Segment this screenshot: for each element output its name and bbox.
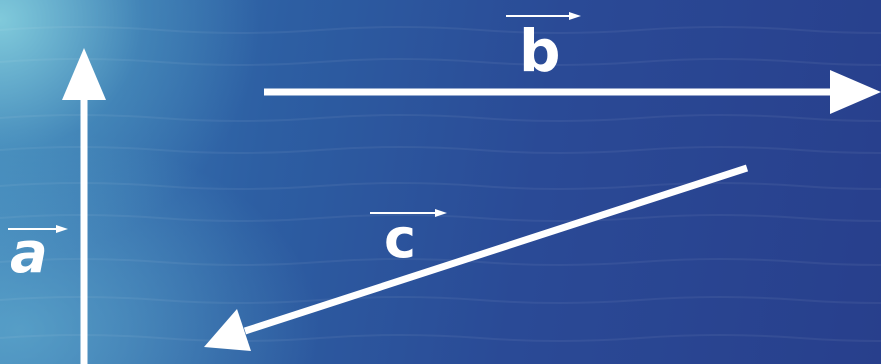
vector-b-arrow	[264, 70, 881, 114]
vector-b-arrowhead	[830, 70, 881, 114]
vector-c-overarrow	[370, 209, 447, 217]
vector-c-arrow	[204, 164, 749, 351]
vector-c-label: c	[384, 207, 417, 270]
vector-c-shaft	[243, 164, 749, 335]
vector-b-label: b	[519, 17, 561, 85]
vector-a-label: a	[10, 221, 48, 286]
vector-c-arrowhead	[204, 309, 251, 351]
vector-b-overarrow	[506, 12, 581, 20]
vector-a-arrow	[62, 48, 106, 364]
vector-a-arrowhead	[62, 48, 106, 100]
vector-a-overarrow	[8, 225, 68, 233]
